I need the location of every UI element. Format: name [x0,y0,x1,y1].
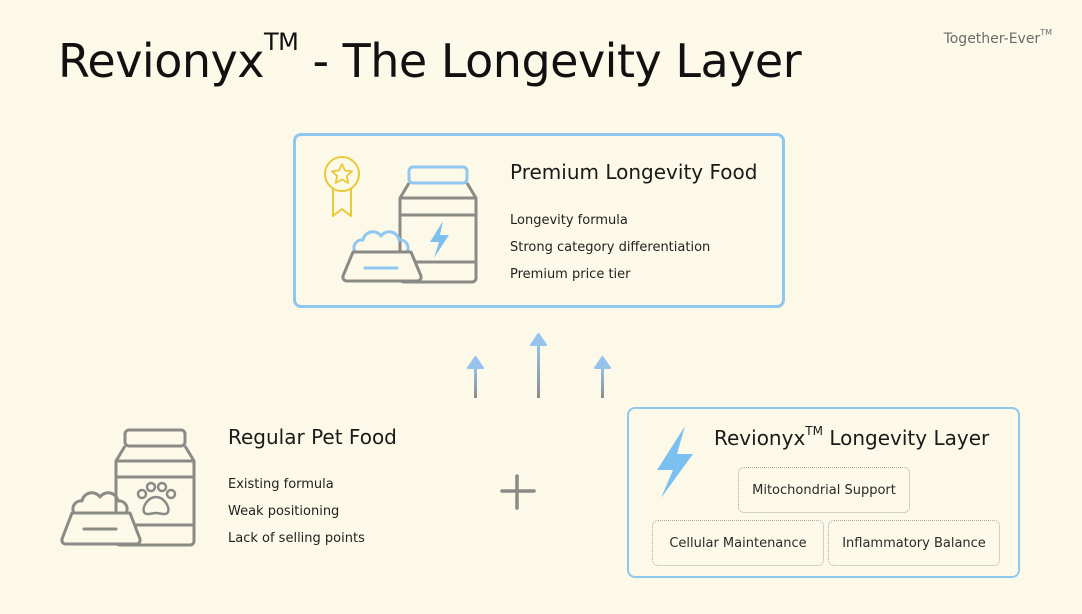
bullet-item: Lack of selling points [228,531,365,546]
page-title: RevionyxTM - The Longevity Layer [58,30,802,88]
brand-logo: Together-EverTM [943,28,1052,47]
food-bowl-icon [60,491,142,546]
plus-icon [500,474,536,510]
brand-trademark: TM [1040,28,1052,37]
paw-icon [136,481,177,516]
bullet-item: Strong category differentiation [510,240,711,255]
title-rest: - The Longevity Layer [298,34,802,88]
bullet-item: Longevity formula [510,213,628,228]
arrow-up-icon [467,356,484,398]
lightning-icon [657,426,693,498]
bullet-item: Premium price tier [510,267,631,282]
layer-title: RevionyxTM Longevity Layer [714,424,990,450]
premium-title: Premium Longevity Food [510,160,758,184]
premium-bullets: Longevity formula Strong category differ… [510,211,710,292]
chip-cellular-maintenance: Cellular Maintenance [652,520,824,566]
arrow-up-icon [530,333,547,398]
arrow-up-icon [594,356,611,398]
food-bowl-icon [341,230,423,283]
title-main: Revionyx [58,34,264,88]
trademark: TM [263,28,299,56]
lightning-icon [430,221,449,258]
chip-inflammatory-balance: Inflammatory Balance [828,520,1000,566]
bullet-item: Weak positioning [228,504,340,519]
longevity-layer-card: RevionyxTM Longevity Layer Mitochondrial… [627,407,1020,578]
bullet-item: Existing formula [228,477,334,492]
regular-bullets: Existing formula Weak positioning Lack o… [228,475,365,556]
regular-title: Regular Pet Food [228,425,397,449]
premium-food-card: Premium Longevity Food Longevity formula… [293,133,785,308]
up-arrows [467,333,611,398]
chip-mitochondrial-support: Mitochondrial Support [738,467,910,513]
award-ribbon-icon [324,156,360,217]
brand-name: Together-Ever [943,31,1041,47]
